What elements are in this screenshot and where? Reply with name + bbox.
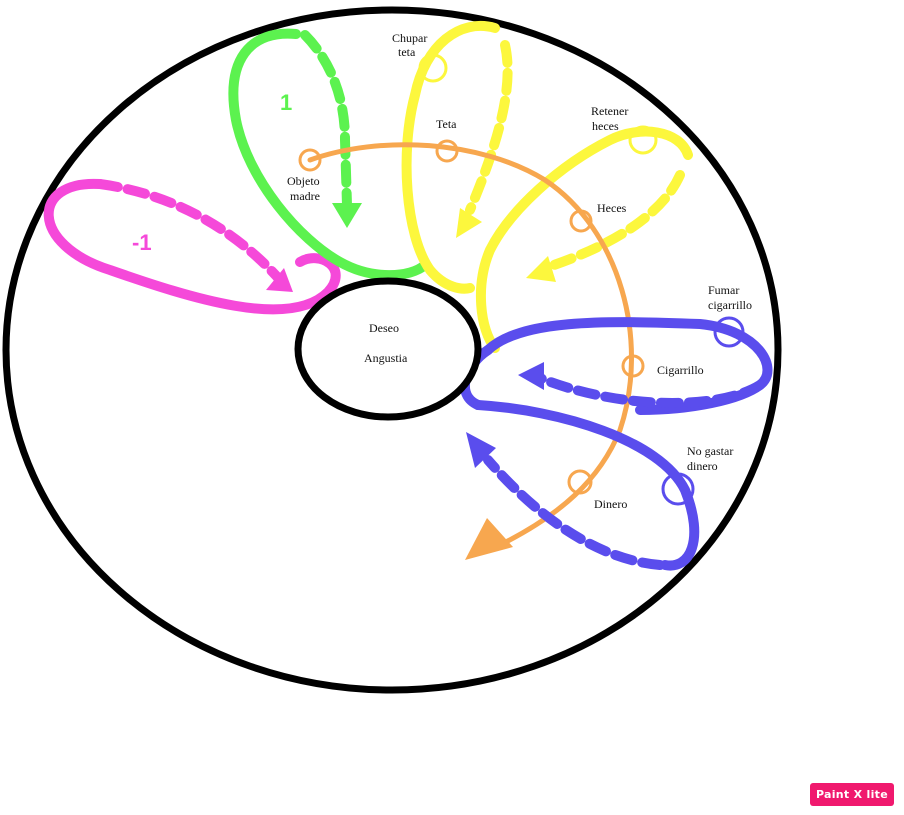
label-chupar-2: teta [398, 45, 416, 59]
magenta-number: -1 [132, 230, 152, 255]
node-cigarrillo [621, 354, 645, 378]
outer-ring [2, 6, 782, 694]
node-objeto-madre [298, 148, 322, 172]
paint-x-lite-badge: Paint X lite [809, 783, 894, 806]
label-fumar-2: cigarrillo [708, 298, 752, 312]
orange-arrowhead [465, 518, 513, 560]
label-dinero: Dinero [594, 497, 627, 511]
label-objeto-2: madre [290, 189, 320, 203]
label-objeto-1: Objeto [287, 174, 320, 188]
label-cigarrillo: Cigarrillo [657, 363, 704, 377]
node-heces [569, 209, 593, 233]
node-chupar-teta [418, 53, 448, 83]
yellow-arrowhead-2 [526, 256, 556, 282]
label-chupar-1: Chupar [392, 31, 427, 45]
node-no-gastar-dinero [661, 472, 695, 506]
green-arrowhead [332, 203, 362, 228]
label-nogastar-1: No gastar [687, 444, 733, 458]
yellow-arrowhead-1 [456, 208, 482, 238]
label-nogastar-2: dinero [687, 459, 718, 473]
blue-arrowhead-2 [466, 432, 496, 468]
magenta-arrowhead [266, 268, 293, 292]
node-fumar-cigarrillo [713, 316, 745, 348]
blue-loop-lower [466, 400, 700, 571]
node-teta [435, 139, 459, 163]
inner-ring [294, 277, 482, 421]
label-retener-2: heces [592, 119, 619, 133]
label-teta: Teta [436, 117, 457, 131]
magenta-loop [43, 178, 341, 315]
green-number: 1 [280, 90, 292, 115]
node-dinero [567, 469, 593, 495]
green-loop [228, 28, 430, 281]
label-retener-1: Retener [591, 104, 628, 118]
label-heces: Heces [597, 201, 627, 215]
label-inner-bottom: Angustia [364, 351, 408, 365]
label-inner-top: Deseo [369, 321, 399, 335]
label-fumar-1: Fumar [708, 283, 739, 297]
node-retener-heces [628, 125, 658, 155]
orange-path [307, 142, 634, 560]
blue-arrowhead-1 [518, 362, 544, 390]
blue-loop-upper [459, 317, 773, 415]
yellow-loop-upper [401, 21, 513, 294]
